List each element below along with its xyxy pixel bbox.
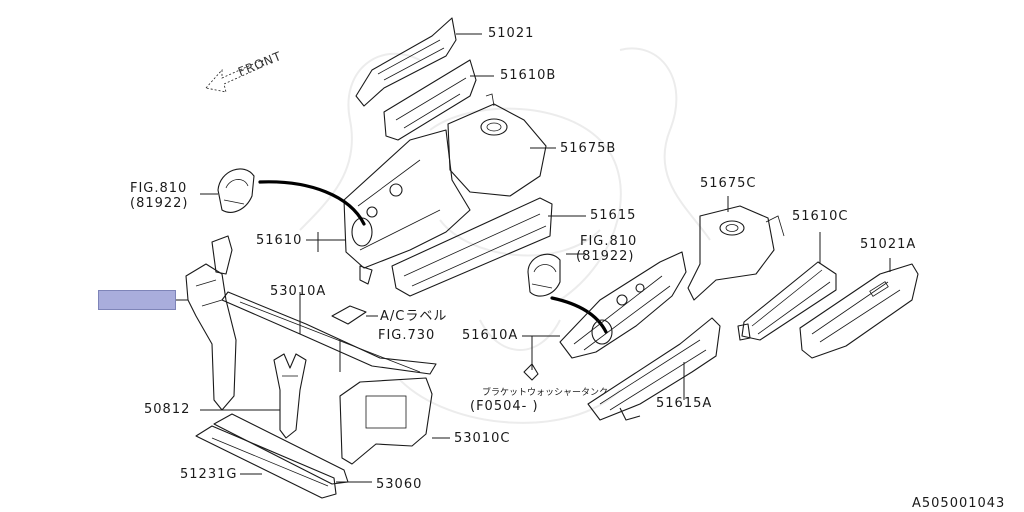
label-51615A[interactable]: 51615A [656,396,713,411]
part-51610-shape[interactable] [343,129,471,285]
part-53010A-shape[interactable] [221,291,437,375]
label-fig810-right-ref: (81922) [576,249,635,264]
diagram-reference-code: A505001043 [912,496,1006,511]
label-51610B[interactable]: 51610B [500,68,557,83]
arrow-fig810-right [550,296,608,334]
arrow-fig810-left [258,180,366,226]
part-53060-shape[interactable] [213,413,349,485]
label-washer-tank-bracket[interactable]: ブラケットウォッシャータンク [482,388,609,398]
label-51610A[interactable]: 51610A [462,328,519,343]
front-arrow-icon [205,59,265,93]
part-51610B-shape[interactable] [383,59,477,141]
label-51610[interactable]: 51610 [256,233,303,248]
label-fig810-right[interactable]: FIG.810 [580,234,638,249]
label-51610C[interactable]: 51610C [792,209,849,224]
part-radiator-side-left-shape[interactable] [185,235,237,411]
label-51021A[interactable]: 51021A [860,237,917,252]
label-fig810-left[interactable]: FIG.810 [130,181,188,196]
label-53010C[interactable]: 53010C [454,431,511,446]
label-fig730[interactable]: FIG.730 [378,328,436,343]
part-51610C-shape[interactable] [737,261,837,341]
mudguard-right-shape[interactable] [527,253,561,297]
highlighted-part-number-box[interactable] [98,290,176,310]
part-53010C-shape[interactable] [339,377,433,465]
leader-lines [176,33,891,483]
label-fig810-left-ref: (81922) [130,196,189,211]
part-51610A-shape[interactable] [559,251,687,359]
washer-tank-bracket-shape[interactable] [523,363,539,381]
label-51615[interactable]: 51615 [590,208,637,223]
part-51675B-shape[interactable] [447,93,547,197]
label-53010A[interactable]: 53010A [270,284,327,299]
label-ac-label[interactable]: A/Cラベル [380,309,448,324]
label-51675B[interactable]: 51675B [560,141,617,156]
label-washer-tank-bracket-ref: (F0504- ) [470,399,539,414]
part-51231G-shape[interactable] [195,425,337,499]
label-51231G[interactable]: 51231G [180,467,238,482]
label-50812[interactable]: 50812 [144,402,191,417]
part-51021-shape[interactable] [355,17,457,107]
watermark-emblem [299,47,711,424]
part-50812-shape[interactable] [273,353,307,439]
part-51021A-shape[interactable] [799,263,919,359]
label-53060[interactable]: 53060 [376,477,423,492]
part-51615-shape[interactable] [391,197,553,297]
mudguard-left-shape[interactable] [217,168,255,213]
part-51615A-shape[interactable] [587,317,721,421]
label-51021[interactable]: 51021 [488,26,535,41]
label-51675C[interactable]: 51675C [700,176,757,191]
part-51675C-shape[interactable] [687,205,785,301]
ac-label-sticker-shape[interactable] [331,305,367,325]
